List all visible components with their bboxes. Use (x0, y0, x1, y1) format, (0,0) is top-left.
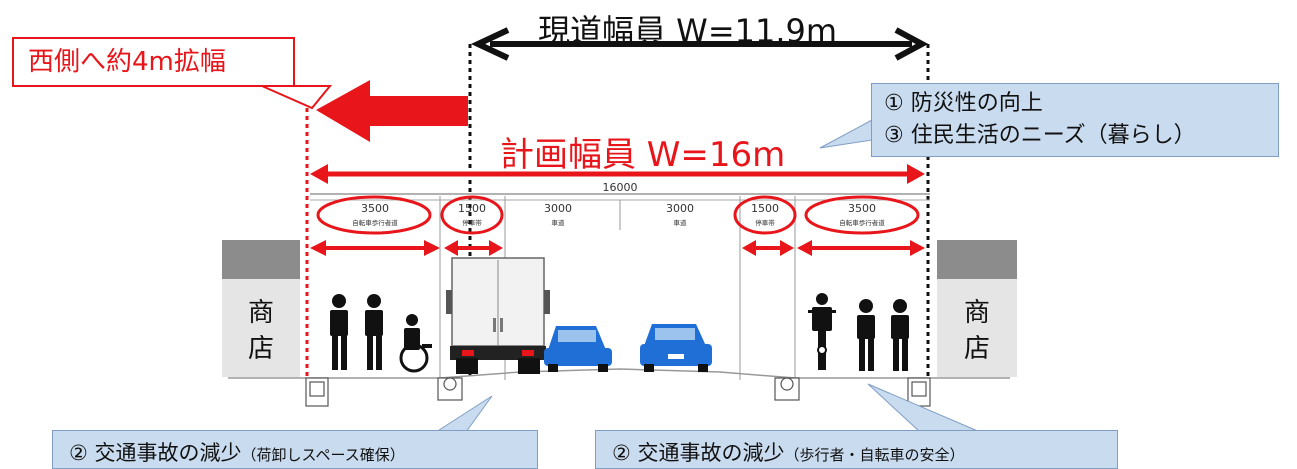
accident-callout-right: ② 交通事故の減少（歩行者・自転車の安全） (595, 430, 1118, 469)
segment-highlight-2 (440, 195, 504, 235)
benefit-disaster-prevention: ① 防災性の向上 (884, 91, 1043, 116)
segment-width-4: 3000 (666, 202, 694, 215)
car-right (640, 324, 712, 372)
benefits-callout-pointer (819, 119, 873, 149)
benefits-callout: ① 防災性の向上 ③ 住民生活のニーズ（暮らし） (871, 83, 1279, 157)
segment-width-2: 1500 (458, 202, 486, 215)
segment-name-3: 車道 (552, 218, 566, 227)
segment-name-4: 車道 (674, 218, 688, 227)
accident-left-pointer (434, 395, 493, 433)
shop-roof-right (937, 240, 1017, 279)
shop-label-right: 商店 (963, 298, 990, 364)
segment-highlight-1 (316, 195, 432, 235)
shop-roof-left (222, 240, 300, 279)
road-surface (228, 368, 1010, 379)
shop-label-left: 商店 (247, 298, 274, 364)
current-width-title: 現道幅員 W=11.9m (538, 12, 838, 50)
cyclist (808, 293, 836, 370)
wheelchair-user (399, 314, 432, 373)
segment-name-2: 停車帯 (462, 218, 482, 227)
planned-width-title: 計画幅員 W=16m (500, 135, 786, 175)
widening-callout-pointer (261, 85, 333, 110)
accident-right-sub: （歩行者・自転車の安全） (784, 446, 965, 464)
segment-width-6: 3500 (848, 202, 876, 215)
widening-arrow (316, 80, 468, 142)
benefit-resident-needs: ③ 住民生活のニーズ（暮らし） (884, 123, 1196, 148)
car-left (544, 326, 612, 372)
shop-left: 商店 (222, 279, 300, 377)
accident-left-sub: （荷卸しスペース確保） (241, 446, 405, 464)
segment-width-5: 1500 (751, 202, 779, 215)
accident-right-main: ② 交通事故の減少 (612, 441, 785, 465)
pedestrians-right (857, 299, 909, 371)
segment-width-1: 3500 (361, 202, 389, 215)
segment-name-5: 停車帯 (755, 218, 775, 227)
segment-name-6: 自転車歩行者道 (839, 218, 885, 227)
segment-highlight-6 (804, 195, 920, 235)
pedestrians-left (330, 294, 383, 370)
widening-note-text: 西側へ約4m拡幅 (28, 47, 226, 77)
segment-name-1: 自転車歩行者道 (352, 218, 398, 227)
truck (446, 257, 550, 374)
accident-callout-left: ② 交通事故の減少（荷卸しスペース確保） (52, 430, 538, 469)
accident-left-main: ② 交通事故の減少 (69, 441, 242, 465)
widening-note: 西側へ約4m拡幅 (12, 37, 295, 87)
segment-width-3: 3000 (544, 202, 572, 215)
dimension-total: 16000 (603, 181, 638, 194)
shop-right: 商店 (937, 279, 1017, 377)
segment-highlight-5 (733, 195, 797, 235)
